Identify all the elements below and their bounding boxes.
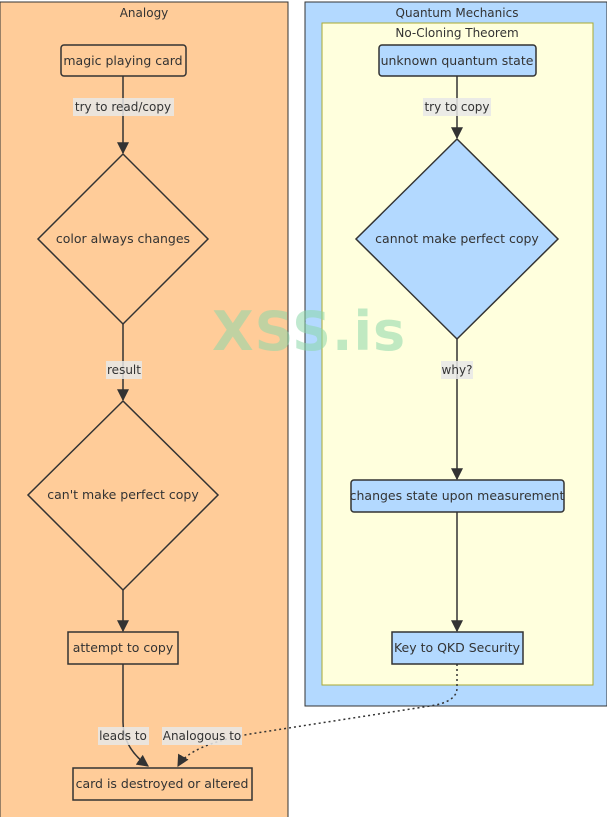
node-qkd[interactable]: Key to QKD Security	[391, 631, 524, 665]
cluster-no-cloning-title: No-Cloning Theorem	[395, 26, 518, 40]
node-label: magic playing card	[63, 53, 182, 68]
node-box	[60, 44, 187, 77]
node-box	[350, 479, 565, 513]
node-label: cannot make perfect copy	[375, 231, 539, 246]
edge-label-leads-to: leads to	[99, 729, 147, 743]
edge-qkd-to-destroyed	[177, 664, 458, 768]
decision-diamond	[354, 137, 560, 341]
decision-diamond	[26, 399, 220, 592]
node-label: color always changes	[56, 231, 190, 246]
node-destroyed[interactable]: card is destroyed or altered	[72, 767, 253, 801]
node-label: changes state upon measurement	[350, 488, 565, 503]
edge-label-bg	[73, 98, 174, 116]
node-label: card is destroyed or altered	[76, 776, 249, 791]
node-color-changes[interactable]: color always changes	[36, 152, 210, 326]
edge-label-analogous-to: Analogous to	[163, 729, 242, 743]
edge-label-bg	[162, 727, 242, 745]
edge-label-why: why?	[442, 363, 473, 377]
node-cant-copy[interactable]: can't make perfect copy	[26, 399, 220, 592]
node-cannot-copy[interactable]: cannot make perfect copy	[354, 137, 560, 341]
node-box	[67, 631, 179, 665]
node-box	[72, 767, 253, 801]
node-attempt-copy[interactable]: attempt to copy	[67, 631, 179, 665]
edge-label-bg	[98, 727, 149, 745]
cluster-quantum-title: Quantum Mechanics	[396, 6, 519, 20]
decision-diamond	[36, 152, 210, 326]
node-magic-card[interactable]: magic playing card	[60, 44, 187, 77]
edge-label-bg	[106, 361, 142, 379]
edge-label-result: result	[107, 363, 141, 377]
edge-label-bg	[423, 98, 491, 116]
cluster-analogy-box	[0, 1, 289, 817]
node-label: attempt to copy	[73, 640, 174, 655]
edge-label-bg	[441, 361, 473, 379]
cluster-analogy: Analogy	[0, 1, 289, 817]
node-label: Key to QKD Security	[394, 640, 521, 655]
edge-label-read-copy: try to read/copy	[75, 100, 171, 114]
cluster-analogy-title: Analogy	[120, 6, 169, 20]
node-changes-state[interactable]: changes state upon measurement	[350, 479, 565, 513]
node-unknown-state[interactable]: unknown quantum state	[378, 44, 537, 77]
node-label: can't make perfect copy	[47, 487, 199, 502]
node-box	[391, 631, 524, 665]
edge-label-try-copy: try to copy	[424, 100, 489, 114]
node-box	[378, 44, 537, 77]
edges	[117, 76, 463, 768]
watermark-logo: XSS.is	[212, 300, 407, 363]
edge-labels: try to read/copy result leads to Analogo…	[73, 98, 491, 745]
node-label: unknown quantum state	[381, 53, 534, 68]
